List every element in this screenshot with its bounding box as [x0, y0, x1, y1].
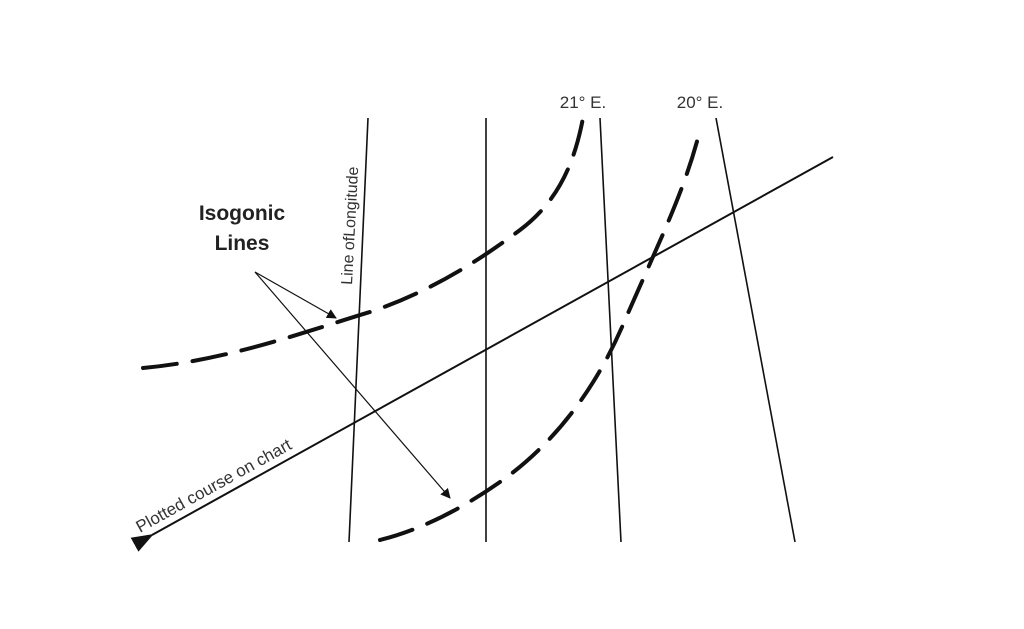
meridian-20e-label: 20° E.	[677, 93, 724, 112]
longitude-line-1	[348, 117, 369, 543]
plotted-course-line	[130, 156, 834, 552]
leader-arrow-upper	[254, 271, 337, 319]
meridian-21e-line	[599, 117, 622, 543]
plotted-course-label: Plotted course on chart	[133, 435, 295, 537]
meridian-20e-line	[715, 117, 796, 543]
isogonic-label-line2: Lines	[215, 232, 270, 255]
isogonic-line-lower	[378, 128, 702, 542]
meridian-21e-label: 21° E.	[560, 93, 607, 112]
isogonic-label-line1: Isogonic	[199, 202, 286, 225]
isogonic-line-upper	[141, 116, 585, 370]
leader-arrow-lower	[254, 271, 451, 499]
line-of-longitude-label: Line ofLongitude	[339, 166, 362, 285]
